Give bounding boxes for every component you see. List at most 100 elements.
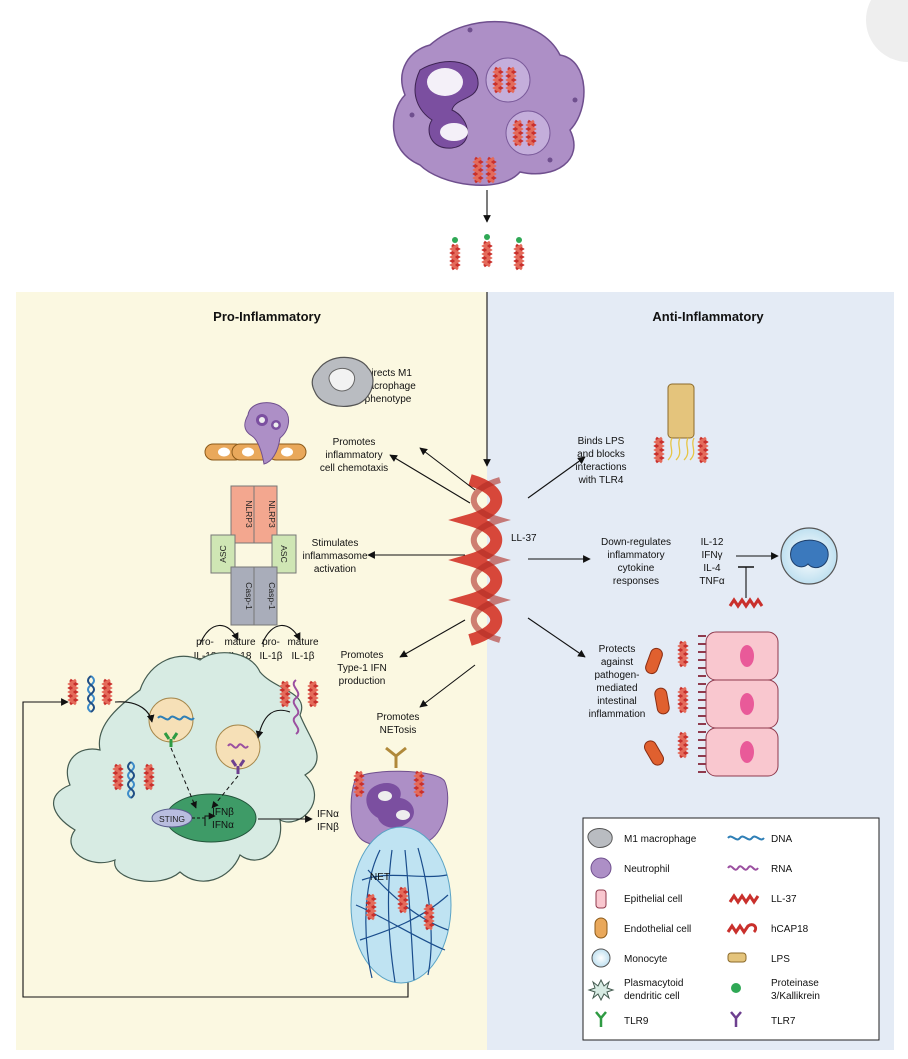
legend-label-rna: RNA bbox=[771, 864, 792, 875]
svg-text:ASC: ASC bbox=[279, 545, 289, 562]
svg-text:phenotype: phenotype bbox=[365, 394, 412, 405]
legend-label-m1: M1 macrophage bbox=[624, 834, 697, 845]
cytokine-list: IL-12 IFNγ IL-4 TNFα bbox=[699, 537, 724, 587]
svg-text:IL-1β: IL-1β bbox=[260, 651, 283, 662]
svg-text:inflammasome: inflammasome bbox=[302, 551, 367, 562]
svg-text:production: production bbox=[339, 676, 386, 687]
netosis-text: Promotes NETosis bbox=[377, 712, 420, 736]
svg-text:IL-12: IL-12 bbox=[701, 537, 724, 548]
monocyte-icon bbox=[591, 948, 611, 968]
svg-text:against: against bbox=[601, 657, 633, 668]
legend-label-hcap18: hCAP18 bbox=[771, 924, 809, 935]
top-neutrophil bbox=[392, 20, 585, 186]
epithelial-cell-icon bbox=[595, 889, 607, 909]
m1-text: Directs M1 Macrophage phenotype bbox=[360, 368, 416, 405]
sting-label: STING bbox=[159, 814, 185, 824]
legend-label-epithelial: Epithelial cell bbox=[624, 894, 682, 905]
netosis-neutrophil bbox=[350, 746, 452, 984]
legend: M1 macrophage DNA Neutrophil RNA Epithel… bbox=[587, 828, 820, 1027]
legend-label-dna: DNA bbox=[771, 834, 792, 845]
pro-title: Pro-Inflammatory bbox=[213, 309, 321, 324]
neutrophil-icon bbox=[590, 857, 612, 879]
svg-text:responses: responses bbox=[613, 576, 659, 587]
ll37-inhibitor bbox=[728, 597, 764, 609]
svg-text:NLRP3: NLRP3 bbox=[244, 500, 254, 528]
svg-text:Type-1 IFN: Type-1 IFN bbox=[337, 663, 386, 674]
pdc-icon bbox=[587, 978, 615, 1002]
plasmacytoid-dendritic-cell bbox=[52, 652, 318, 882]
intestinal-text: Protects against pathogen- mediated inte… bbox=[589, 644, 646, 720]
svg-text:Casp-1: Casp-1 bbox=[244, 582, 254, 610]
svg-text:Casp-1: Casp-1 bbox=[267, 582, 277, 610]
svg-text:Binds LPS: Binds LPS bbox=[578, 436, 625, 447]
svg-text:Promotes: Promotes bbox=[377, 712, 420, 723]
inflammasome-text: Stimulates inflammasome activation bbox=[302, 538, 367, 575]
lps-binding bbox=[654, 383, 708, 464]
monocyte bbox=[780, 527, 838, 585]
svg-text:ASC: ASC bbox=[218, 545, 228, 562]
svg-text:Macrophage: Macrophage bbox=[360, 381, 416, 392]
rna-icon bbox=[727, 865, 759, 871]
legend-label-pdc-2: dendritic cell bbox=[624, 991, 680, 1002]
legend-label-neutrophil: Neutrophil bbox=[624, 864, 670, 875]
ifna-output: IFNα bbox=[317, 809, 339, 820]
ifna-gene: IFNα bbox=[212, 820, 234, 831]
cytokine-text: Down-regulates inflammatory cytokine res… bbox=[601, 537, 671, 587]
legend-label-ll37: LL-37 bbox=[771, 894, 797, 905]
anti-title: Anti-Inflammatory bbox=[652, 309, 764, 324]
svg-text:pathogen-: pathogen- bbox=[594, 670, 639, 681]
tlr7-icon bbox=[730, 1011, 742, 1027]
neutrophil-chemotaxis bbox=[204, 402, 307, 465]
ll37-icon bbox=[728, 893, 760, 905]
net-label: NET bbox=[370, 872, 390, 883]
svg-text:pro-: pro- bbox=[196, 637, 214, 648]
svg-text:Promotes: Promotes bbox=[341, 650, 384, 661]
legend-label-pdc-1: Plasmacytoid bbox=[624, 978, 683, 989]
legend-label-tlr9: TLR9 bbox=[624, 1016, 649, 1027]
legend-label-endothelial: Endothelial cell bbox=[624, 924, 691, 935]
svg-text:inflammation: inflammation bbox=[589, 709, 646, 720]
svg-text:intestinal: intestinal bbox=[597, 696, 636, 707]
svg-text:TNFα: TNFα bbox=[699, 576, 724, 587]
svg-text:NETosis: NETosis bbox=[380, 725, 417, 736]
epithelium bbox=[644, 631, 779, 777]
svg-text:and blocks: and blocks bbox=[577, 449, 625, 460]
svg-text:Promotes: Promotes bbox=[333, 437, 376, 448]
ifnb-output: IFNβ bbox=[317, 822, 339, 833]
svg-text:mature: mature bbox=[224, 637, 256, 648]
lps-icon bbox=[727, 952, 747, 963]
svg-text:Protects: Protects bbox=[599, 644, 636, 655]
inflammasome-complex: NLRP3 NLRP3 ASC ASC Casp-1 Casp-1 bbox=[199, 485, 301, 645]
svg-text:activation: activation bbox=[314, 564, 356, 575]
hcap18-icon bbox=[726, 923, 758, 935]
proteinase-icon bbox=[731, 983, 741, 993]
svg-text:inflammatory: inflammatory bbox=[325, 450, 382, 461]
released-hcap18 bbox=[450, 234, 524, 271]
endothelial-cell-icon bbox=[594, 917, 608, 939]
svg-text:mediated: mediated bbox=[596, 683, 637, 694]
svg-text:IL-1β: IL-1β bbox=[292, 651, 315, 662]
svg-text:IFNγ: IFNγ bbox=[701, 550, 722, 561]
svg-text:NLRP3: NLRP3 bbox=[267, 500, 277, 528]
macrophage-icon bbox=[587, 828, 613, 849]
legend-label-lps: LPS bbox=[771, 954, 790, 965]
legend-label-monocyte: Monocyte bbox=[624, 954, 668, 965]
svg-text:with TLR4: with TLR4 bbox=[578, 475, 624, 486]
dc-dna-complexes bbox=[68, 675, 318, 799]
legend-label-proteinase-1: Proteinase bbox=[771, 978, 819, 989]
svg-text:mature: mature bbox=[287, 637, 319, 648]
legend-label-tlr7: TLR7 bbox=[771, 1016, 796, 1027]
ll37-label: LL-37 bbox=[511, 533, 537, 544]
tlr9-icon bbox=[595, 1011, 607, 1027]
svg-text:Down-regulates: Down-regulates bbox=[601, 537, 671, 548]
svg-text:Directs M1: Directs M1 bbox=[364, 368, 412, 379]
ifnb-gene: IFNβ bbox=[212, 807, 234, 818]
svg-text:Stimulates: Stimulates bbox=[312, 538, 359, 549]
ifn-text: Promotes Type-1 IFN production bbox=[337, 650, 386, 687]
svg-text:cell chemotaxis: cell chemotaxis bbox=[320, 463, 388, 474]
chemotaxis-text: Promotes inflammatory cell chemotaxis bbox=[320, 437, 388, 474]
legend-label-proteinase-2: 3/Kallikrein bbox=[771, 991, 820, 1002]
svg-text:cytokine: cytokine bbox=[618, 563, 655, 574]
lps-text: Binds LPS and blocks interactions with T… bbox=[575, 436, 626, 486]
